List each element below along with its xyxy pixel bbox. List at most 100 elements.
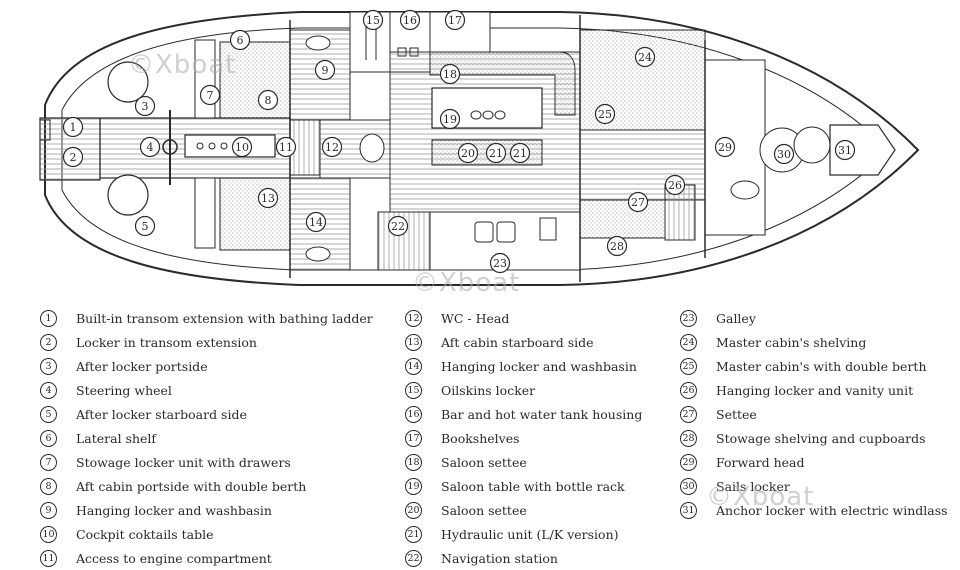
- svg-text:13: 13: [261, 192, 275, 205]
- plan-label-19: 19: [439, 108, 461, 130]
- svg-text:2: 2: [70, 151, 77, 164]
- legend-label: Built-in transom extension with bathing …: [76, 310, 373, 326]
- legend-label: Navigation station: [441, 550, 558, 566]
- legend-label: Lateral shelf: [76, 430, 157, 446]
- plan-label-13: 13: [257, 187, 279, 209]
- legend-label: Saloon table with bottle rack: [441, 478, 625, 494]
- svg-text:15: 15: [366, 14, 380, 27]
- legend-label: Hanging locker and washbasin: [441, 358, 637, 374]
- legend-item-21: 21 Hydraulic unit (L/K version): [405, 522, 642, 546]
- svg-text:31: 31: [838, 144, 852, 157]
- legend-number: 21: [405, 525, 422, 543]
- plan-label-1: 1: [62, 116, 84, 138]
- legend-number: 1: [40, 309, 57, 327]
- legend-number: 30: [680, 477, 697, 495]
- legend-number: 10: [40, 525, 57, 543]
- svg-text:16: 16: [403, 14, 417, 27]
- plan-label-16: 16: [399, 9, 421, 31]
- aft-cabin-port-berth: [219, 41, 291, 119]
- legend-number: 11: [40, 549, 57, 567]
- plan-label-7: 7: [199, 84, 221, 106]
- legend-label: Hanging locker and vanity unit: [716, 382, 914, 398]
- legend-label: Locker in transom extension: [76, 334, 257, 350]
- legend-label: Sails locker: [716, 478, 790, 494]
- legend-number: 3: [40, 357, 57, 375]
- legend-item-30: 30 Sails locker: [680, 474, 948, 498]
- legend-number: 16: [405, 405, 422, 423]
- plan-label-29: 29: [714, 136, 736, 158]
- svg-text:22: 22: [391, 220, 405, 233]
- svg-text:18: 18: [443, 68, 457, 81]
- svg-text:11: 11: [279, 141, 293, 154]
- plan-label-21: 21: [485, 142, 507, 164]
- plan-label-25: 25: [594, 103, 616, 125]
- plan-label-18: 18: [439, 63, 461, 85]
- legend-label: Stowage shelving and cupboards: [716, 430, 926, 446]
- legend-label: Hydraulic unit (L/K version): [441, 526, 619, 542]
- legend-number: 4: [40, 381, 57, 399]
- plan-label-20: 20: [457, 142, 479, 164]
- legend-label: Bookshelves: [441, 430, 520, 446]
- plan-label-14: 14: [305, 211, 327, 233]
- svg-text:10: 10: [235, 141, 249, 154]
- plan-label-27: 27: [627, 191, 649, 213]
- legend-number: 2: [40, 333, 57, 351]
- legend-number: 20: [405, 501, 422, 519]
- svg-text:9: 9: [322, 64, 329, 77]
- legend-label: Oilskins locker: [441, 382, 536, 398]
- legend-label: Anchor locker with electric windlass: [716, 502, 948, 518]
- legend-column-1: 1 Built-in transom extension with bathing…: [40, 306, 373, 570]
- svg-text:19: 19: [443, 113, 457, 126]
- legend-item-2: 2 Locker in transom extension: [40, 330, 373, 354]
- plan-label-26: 26: [664, 174, 686, 196]
- legend-label: Cockpit coktails table: [76, 526, 214, 542]
- plan-label-2: 2: [62, 146, 84, 168]
- watermark-top-left: ©Xboat: [128, 50, 237, 80]
- svg-text:27: 27: [631, 196, 645, 209]
- legend-label: Aft cabin starboard side: [441, 334, 594, 350]
- legend-label: Master cabin's shelving: [716, 334, 867, 350]
- svg-text:21: 21: [489, 147, 503, 160]
- plan-label-10: 10: [231, 136, 253, 158]
- plan-label-11: 11: [275, 136, 297, 158]
- svg-text:29: 29: [718, 141, 732, 154]
- svg-text:25: 25: [598, 108, 612, 121]
- svg-text:4: 4: [147, 141, 154, 154]
- svg-text:24: 24: [638, 51, 652, 64]
- legend-number: 19: [405, 477, 422, 495]
- watermark-center: ©Xboat: [412, 268, 521, 298]
- svg-text:30: 30: [777, 148, 791, 161]
- plan-label-24: 24: [634, 46, 656, 68]
- legend-number: 8: [40, 477, 57, 495]
- svg-text:14: 14: [309, 216, 323, 229]
- legend-item-10: 10 Cockpit coktails table: [40, 522, 373, 546]
- legend-number: 12: [405, 309, 422, 327]
- legend-label: Access to engine compartment: [76, 550, 272, 566]
- plan-label-6: 6: [229, 29, 251, 51]
- legend-number: 18: [405, 453, 422, 471]
- svg-text:26: 26: [668, 179, 682, 192]
- svg-text:28: 28: [610, 240, 624, 253]
- svg-text:6: 6: [237, 34, 244, 47]
- legend-label: Saloon settee: [441, 502, 527, 518]
